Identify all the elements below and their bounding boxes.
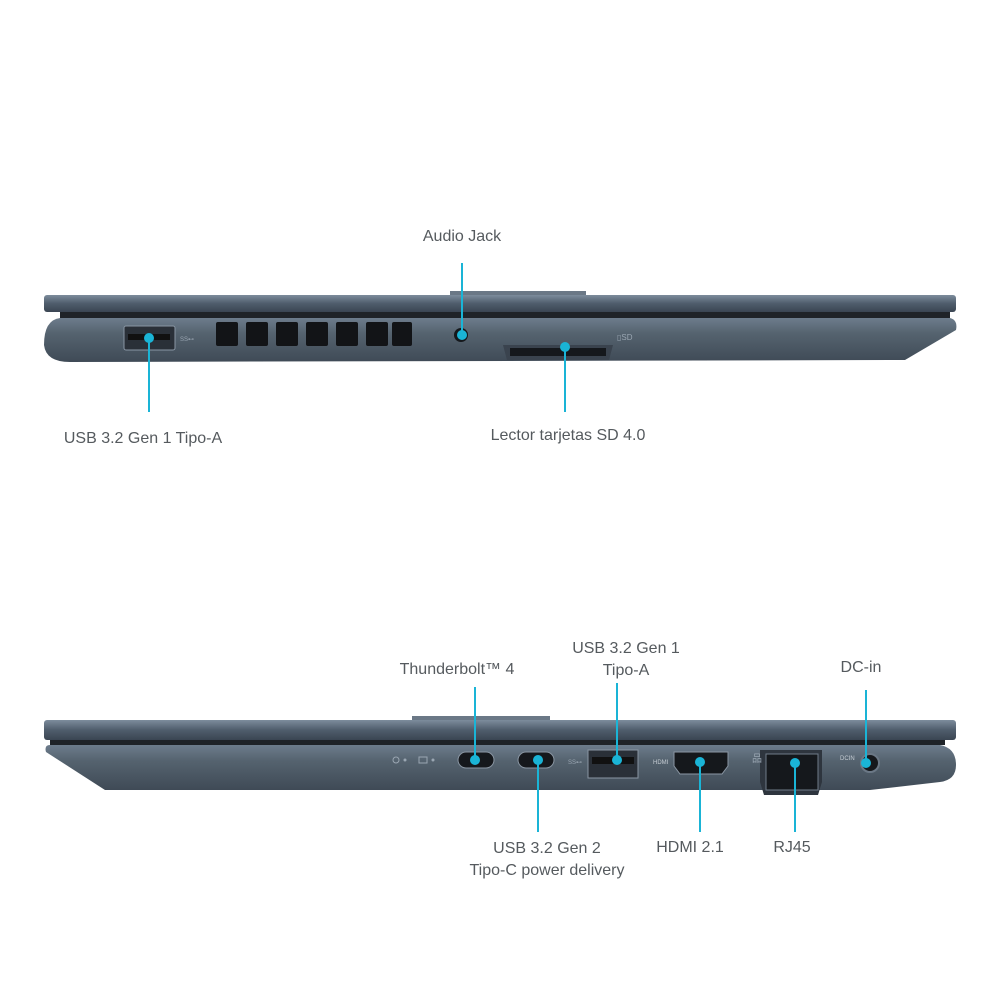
lid [44, 295, 956, 312]
label-sd-reader: Lector tarjetas SD 4.0 [490, 427, 646, 444]
base [44, 318, 957, 362]
label-line: Tipo-A [602, 662, 650, 679]
label-usb-c: USB 3.2 Gen 2 Tipo-C power delivery [469, 838, 624, 882]
label-line: USB 3.2 Gen 1 [572, 640, 680, 657]
label-rj45: RJ45 [773, 839, 811, 856]
hinge [412, 716, 550, 722]
label-thunderbolt: Thunderbolt™ 4 [399, 661, 515, 678]
hdmi-marking: HDMI [653, 760, 669, 766]
svg-text:▯SD: ▯SD [617, 333, 633, 342]
lid [44, 720, 956, 740]
dcin-marking: DCIN [840, 756, 855, 762]
label-usb-a-right: USB 3.2 Gen 1 Tipo-A [572, 638, 680, 682]
vents [216, 322, 412, 346]
svg-text:SS⊷: SS⊷ [568, 760, 582, 766]
hinge [450, 291, 586, 297]
label-usb-a-left: USB 3.2 Gen 1 Tipo-A [63, 430, 223, 447]
label-dc-in: DC-in [840, 659, 882, 676]
callout-lines [144, 263, 871, 832]
svg-text:SS⊷: SS⊷ [180, 337, 194, 343]
rj45-port [765, 753, 819, 791]
label-hdmi: HDMI 2.1 [656, 839, 724, 856]
laptop-right-side: SS⊷ HDMI 品 DCIN [44, 716, 956, 795]
label-line: USB 3.2 Gen 2 [493, 840, 601, 857]
laptop-left-side: SS⊷ ▯SD [44, 291, 957, 362]
sd-slot [510, 348, 606, 356]
label-line: Tipo-C power delivery [469, 862, 625, 879]
label-audio-jack: Audio Jack [422, 228, 502, 245]
svg-text:品: 品 [752, 753, 762, 765]
